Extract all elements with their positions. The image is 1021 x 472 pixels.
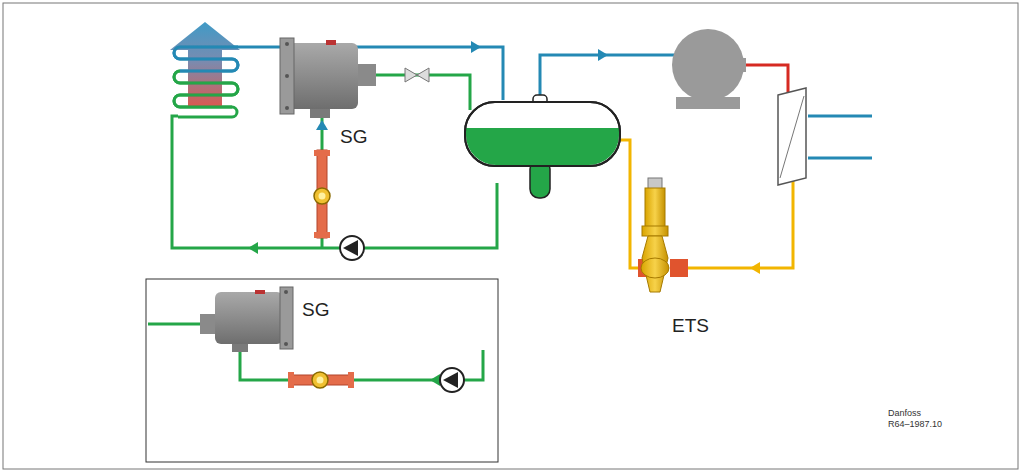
evaporator-coil <box>174 71 238 107</box>
discharge-line <box>740 65 788 95</box>
condenser-plate <box>780 96 804 178</box>
ets-valve <box>638 178 688 292</box>
water-line <box>808 115 872 118</box>
condenser <box>778 88 806 185</box>
component-label: SG <box>302 300 329 321</box>
sight-glass <box>288 372 354 388</box>
pipes <box>148 47 872 380</box>
water-line <box>808 157 872 160</box>
sight-glass <box>314 150 330 238</box>
frame <box>3 3 1018 469</box>
pump <box>340 236 364 260</box>
filter <box>200 287 293 352</box>
liquid-line <box>672 180 793 268</box>
component-label: SG <box>340 127 367 148</box>
separator <box>465 95 620 198</box>
compressor <box>672 29 746 109</box>
inset-frame <box>146 279 498 462</box>
suction-line <box>540 55 680 97</box>
drawing-number: R64–1987.10 <box>888 420 942 430</box>
component-label: ETS <box>672 316 709 337</box>
pump <box>440 368 464 392</box>
liquid-line <box>615 140 640 268</box>
filter <box>280 38 376 118</box>
inset-pipe <box>148 323 205 326</box>
air-flow-arrow <box>170 22 240 108</box>
evaporator-coil <box>174 47 238 71</box>
brand-label: Danfoss <box>888 409 921 419</box>
liquid-pipe <box>172 116 497 248</box>
return-pipe <box>375 75 470 110</box>
shut-off-valve <box>405 68 429 82</box>
flow-arrows <box>248 41 760 386</box>
